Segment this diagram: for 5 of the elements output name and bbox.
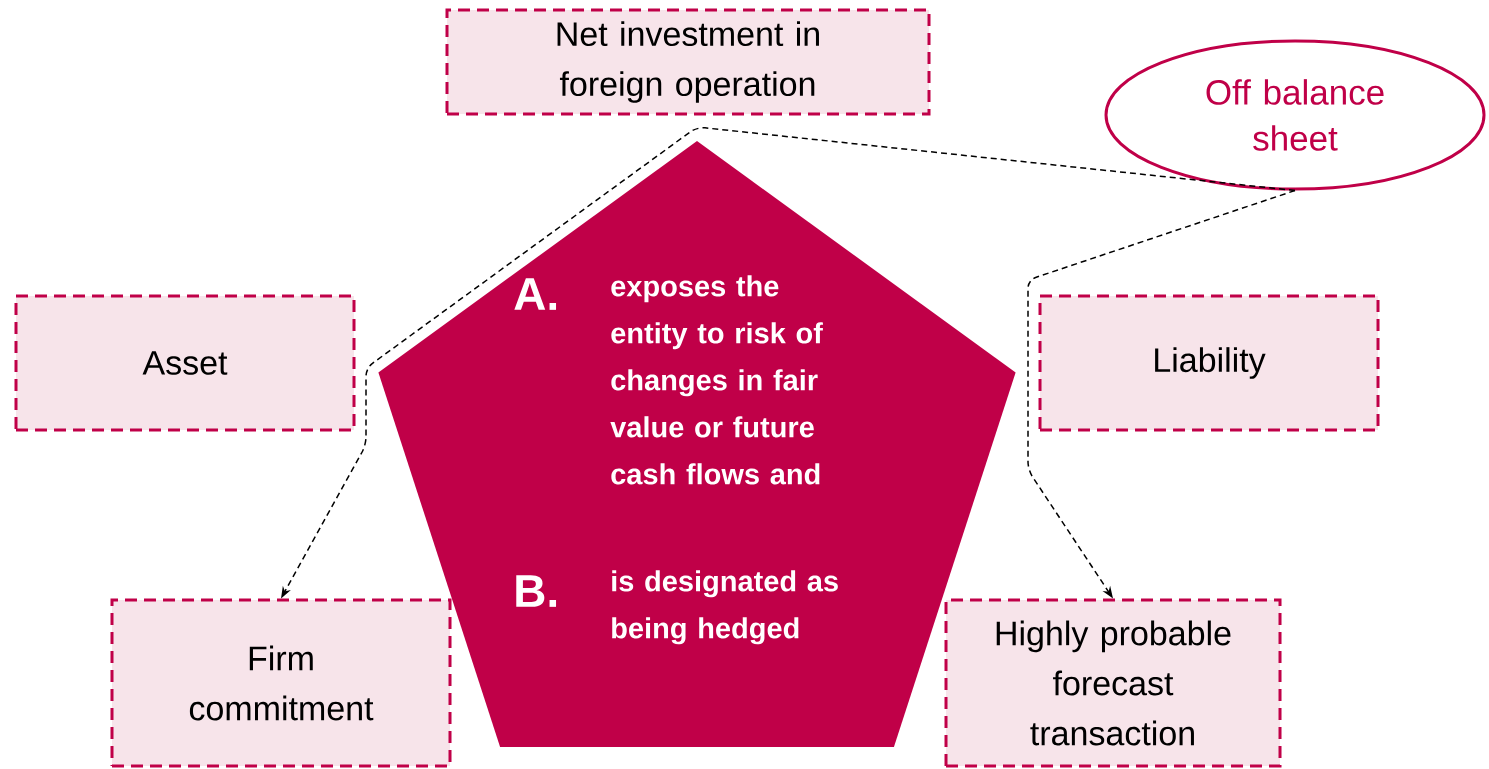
dashed-box: Net investment in foreign operation xyxy=(445,8,931,116)
dashed-box: Asset xyxy=(14,294,356,432)
dashed-box: Liability xyxy=(1038,294,1380,432)
dashed-box: Firm commitment xyxy=(110,598,452,768)
dashed-box: Highly probable forecast transaction xyxy=(944,598,1282,768)
